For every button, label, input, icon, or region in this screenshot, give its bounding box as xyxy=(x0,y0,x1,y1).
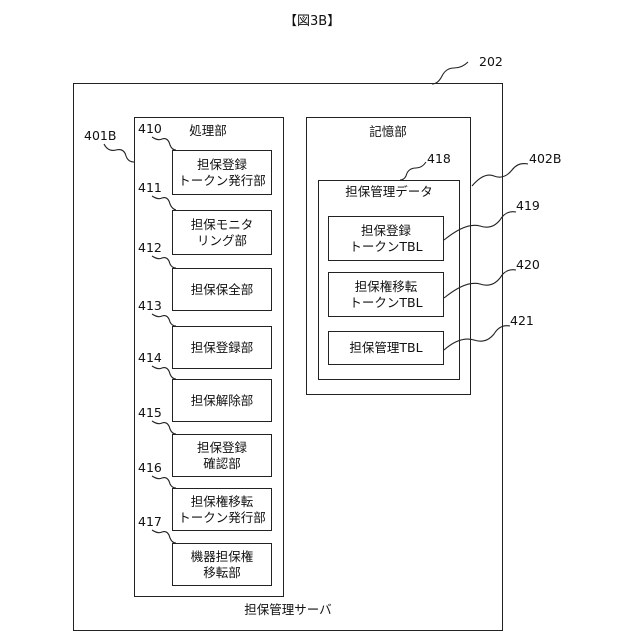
leader-415 xyxy=(152,421,176,434)
leader-410 xyxy=(152,137,176,150)
leader-401b xyxy=(104,144,134,162)
leader-411 xyxy=(152,196,176,210)
leader-418 xyxy=(400,162,426,180)
leader-421 xyxy=(444,326,510,350)
leader-419 xyxy=(444,212,516,240)
leader-412 xyxy=(152,256,176,268)
leader-414 xyxy=(152,366,176,379)
leader-202 xyxy=(432,62,468,84)
leader-413 xyxy=(152,314,176,326)
leader-417 xyxy=(152,530,176,543)
leader-402b xyxy=(472,164,528,186)
leader-416 xyxy=(152,476,176,488)
leader-420 xyxy=(444,270,516,298)
